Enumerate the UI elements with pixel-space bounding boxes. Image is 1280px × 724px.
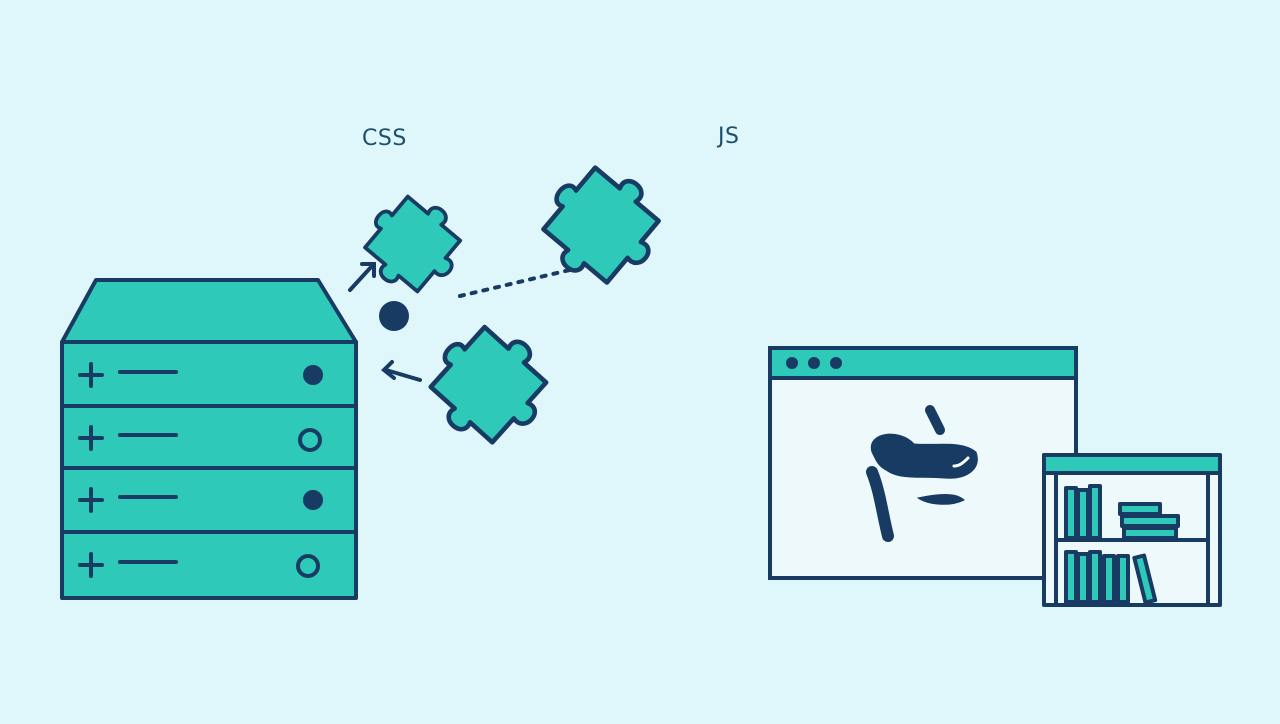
arrow-up-right-icon bbox=[348, 262, 376, 292]
window-dot-icon bbox=[786, 357, 798, 369]
css-label: CSS bbox=[362, 126, 407, 151]
window-dot-icon bbox=[808, 357, 820, 369]
window-dot-icon bbox=[830, 357, 842, 369]
puzzle-piece-icon bbox=[348, 179, 479, 310]
server-rack-icon bbox=[60, 278, 358, 600]
arrow-left-icon bbox=[381, 360, 422, 382]
dotted-connector-line bbox=[458, 266, 580, 298]
status-light-filled-icon bbox=[303, 490, 323, 510]
bookshelf-icon bbox=[1042, 453, 1222, 607]
puzzle-piece-icon bbox=[525, 149, 678, 302]
status-light-ring-icon bbox=[296, 554, 320, 578]
server-top bbox=[60, 278, 358, 344]
status-light-filled-icon bbox=[303, 365, 323, 385]
browser-titlebar bbox=[768, 346, 1078, 380]
server-unit-4 bbox=[60, 530, 358, 600]
shelf-top bbox=[1042, 453, 1222, 475]
server-unit-2 bbox=[60, 404, 358, 470]
status-light-ring-icon bbox=[298, 428, 322, 452]
connector-dot-icon bbox=[379, 301, 409, 331]
server-unit-markings bbox=[78, 362, 323, 578]
puzzle-piece-icon bbox=[413, 309, 566, 462]
js-label: JS bbox=[718, 124, 740, 149]
browser-window-icon bbox=[768, 346, 1078, 580]
abstract-figure-icon bbox=[866, 405, 978, 542]
